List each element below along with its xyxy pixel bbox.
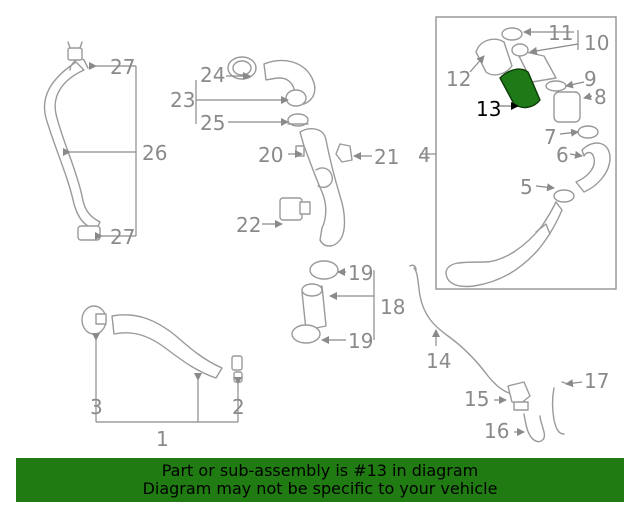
callout-11: 11 (548, 21, 573, 45)
callout-7: 7 (544, 125, 557, 149)
callout-17: 17 (584, 369, 609, 393)
callout-22: 22 (236, 213, 261, 237)
highlighted-part-13[interactable] (499, 68, 541, 109)
callout-27-top: 27 (110, 55, 135, 79)
tube-14 (409, 264, 569, 443)
callout-24: 24 (200, 63, 225, 87)
callout-26: 26 (142, 141, 167, 165)
callout-20: 20 (258, 143, 283, 167)
callout-16: 16 (484, 419, 509, 443)
banner-line-1: Part or sub-assembly is #13 in diagram (161, 461, 479, 480)
callout-21: 21 (374, 145, 399, 169)
banner-line-2: Diagram may not be specific to your vehi… (142, 479, 498, 498)
callout-23: 23 (170, 88, 195, 112)
callout-19-top: 19 (348, 261, 373, 285)
inset-parts (445, 27, 611, 288)
callout-13: 13 (476, 97, 501, 121)
callout-15: 15 (464, 387, 489, 411)
callout-14: 14 (426, 349, 451, 373)
callout-4: 4 (418, 143, 431, 167)
callout-18: 18 (380, 295, 405, 319)
connector-18 (291, 260, 339, 344)
callout-3: 3 (90, 395, 103, 419)
hose-26 (43, 41, 101, 241)
info-banner: Part or sub-assembly is #13 in diagram D… (16, 458, 624, 502)
callout-19-bottom: 19 (348, 329, 373, 353)
callout-6: 6 (556, 143, 569, 167)
callout-27-bottom: 27 (110, 225, 135, 249)
pipe-assembly (279, 128, 353, 247)
callout-25: 25 (200, 111, 225, 135)
callout-1: 1 (156, 427, 169, 451)
callout-8: 8 (594, 85, 607, 109)
hose-23 (227, 56, 316, 127)
callout-5: 5 (520, 175, 533, 199)
callout-12: 12 (446, 67, 471, 91)
callout-9: 9 (584, 67, 597, 91)
callout-2: 2 (232, 395, 245, 419)
callout-10: 10 (584, 31, 609, 55)
hose-1 (81, 305, 243, 383)
